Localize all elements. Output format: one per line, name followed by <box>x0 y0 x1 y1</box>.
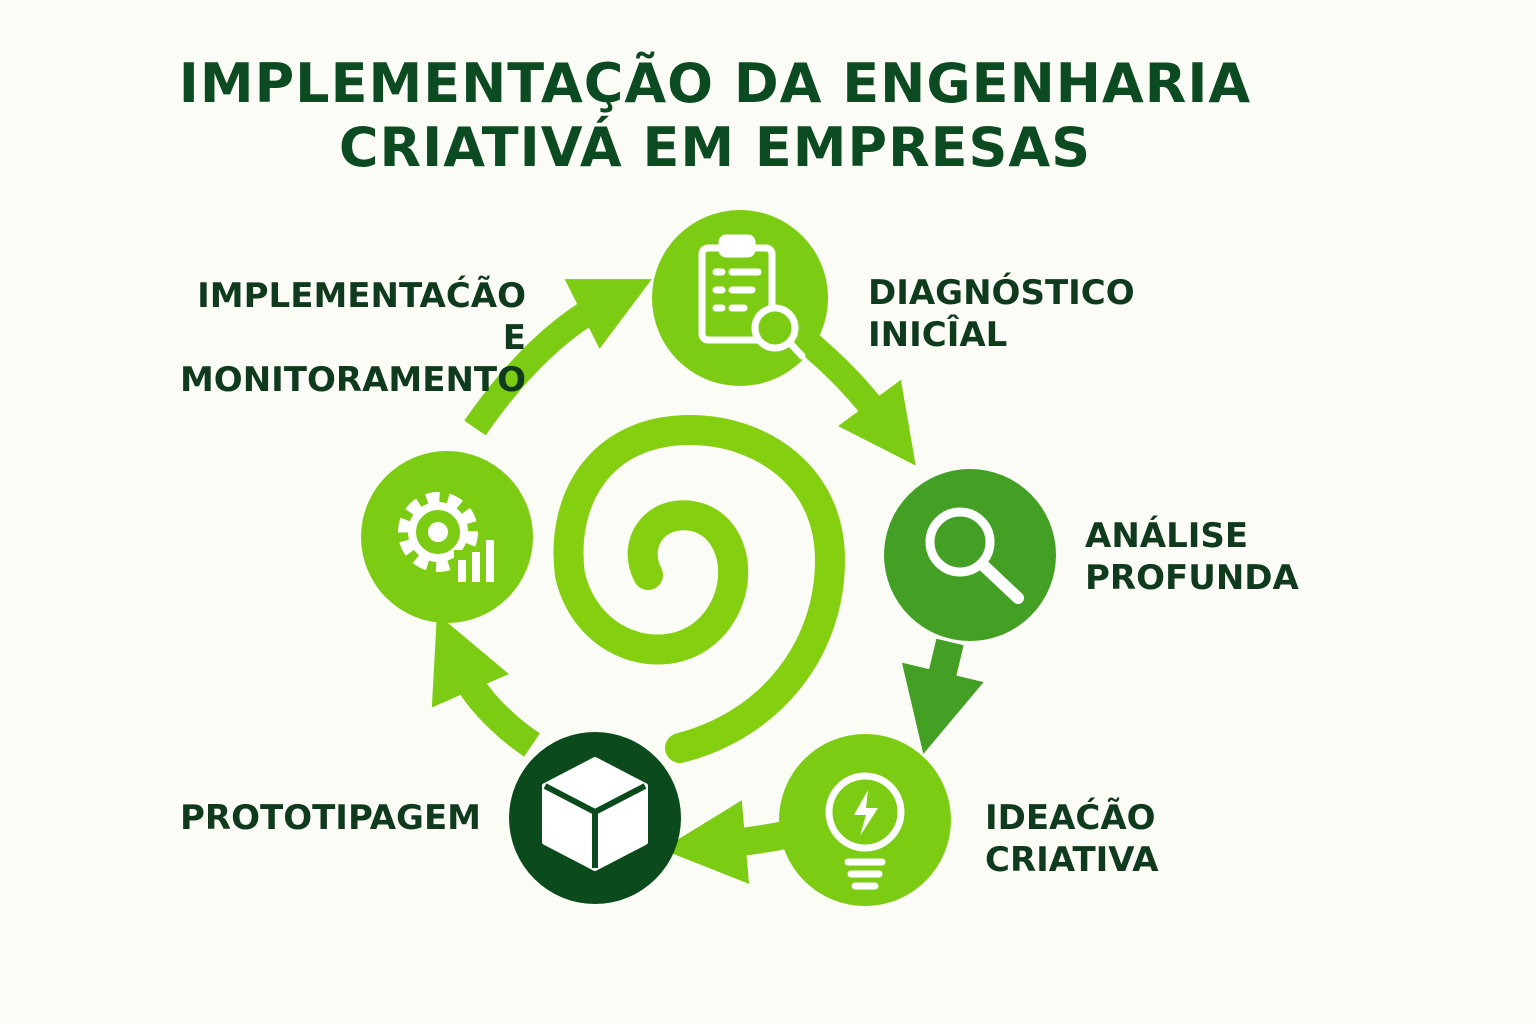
label-implementacao: IMPLEMENTAĆÃO E MONITORAMENTO <box>160 275 526 401</box>
lightbulb-icon <box>825 772 905 890</box>
arrow-diagnostico-to-analise <box>796 330 916 466</box>
label-line: IMPLEMENTAĆÃO <box>197 276 526 316</box>
step-implementacao <box>361 451 533 623</box>
title-line-2: CRIATIVÁ EM EMPRESAS <box>338 116 1092 179</box>
center-spiral <box>553 414 846 763</box>
arrow-prototipagem-to-implementacao <box>431 613 540 757</box>
arrow-ideacao-to-prototipagem <box>661 800 788 884</box>
label-line: ANÁLISE <box>1085 516 1249 556</box>
page-title: IMPLEMENTAÇÃO DA ENGENHARIA CRIATIVÁ EM … <box>0 52 1430 180</box>
gear-chart-icon <box>398 492 500 584</box>
label-line: DIAGNÓSTICO <box>868 273 1135 313</box>
label-line: E MONITORAMENTO <box>179 318 526 400</box>
step-circle <box>361 451 533 623</box>
arrow-analise-to-ideacao <box>901 638 984 755</box>
label-diagnostico: DIAGNÓSTICO INICÎAL <box>868 272 1135 356</box>
arrow-implementacao-to-diagnostico <box>464 279 652 436</box>
clipboard-search-icon <box>698 234 806 360</box>
step-circle <box>884 469 1056 641</box>
title-line-1: IMPLEMENTAÇÃO DA ENGENHARIA <box>178 52 1252 115</box>
step-diagnostico <box>652 210 828 386</box>
step-prototipagem <box>509 732 681 904</box>
label-line: PROTOTIPAGEM <box>180 798 482 838</box>
magnifier-icon <box>925 507 1024 604</box>
label-prototipagem: PROTOTIPAGEM <box>180 797 482 839</box>
label-line: PROFUNDA <box>1085 558 1299 598</box>
label-analise: ANÁLISE PROFUNDA <box>1085 515 1299 599</box>
step-analise <box>884 469 1056 641</box>
label-line: CRIATIVA <box>985 840 1159 880</box>
label-ideacao: IDEAĆÃO CRIATIVA <box>985 797 1159 881</box>
label-line: INICÎAL <box>868 315 1008 355</box>
cube-icon <box>542 757 648 871</box>
label-line: IDEAĆÃO <box>985 798 1156 838</box>
step-ideacao <box>779 734 951 906</box>
